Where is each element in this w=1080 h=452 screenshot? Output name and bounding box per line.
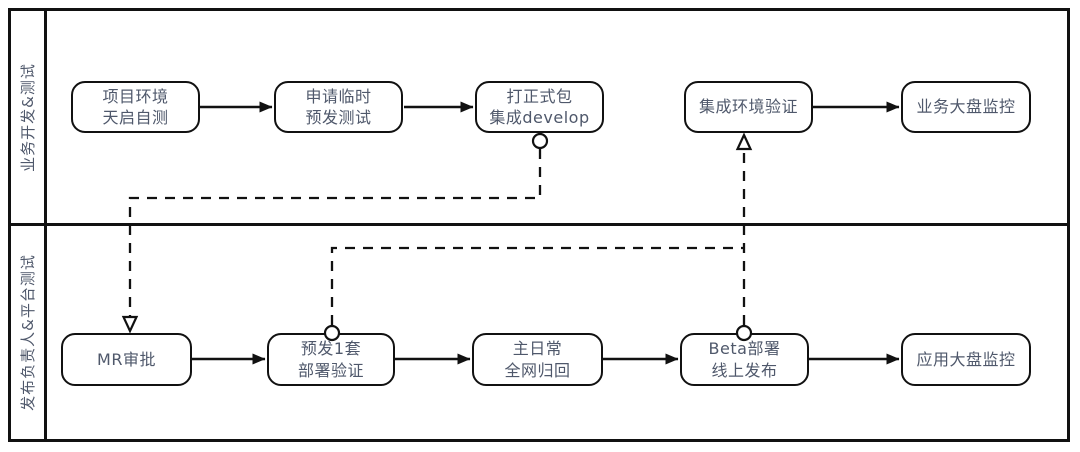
node-apply-temp-staging-test: 申请临时 预发测试 bbox=[274, 81, 403, 133]
node-staging-deploy-verify: 预发1套 部署验证 bbox=[267, 333, 395, 386]
node-mr-approval: MR审批 bbox=[61, 333, 192, 386]
lane-top: 业务开发&测试 bbox=[11, 11, 44, 223]
node-business-dashboard-monitor: 业务大盘监控 bbox=[901, 81, 1031, 133]
lane-bottom-label: 发布负责人&平台测试 bbox=[19, 254, 38, 411]
node-main-daily-full-regression: 主日常 全网归回 bbox=[472, 333, 603, 386]
lane-divider bbox=[8, 223, 1070, 226]
lane-bottom: 发布负责人&平台测试 bbox=[11, 226, 44, 439]
node-build-release-integrate-develop: 打正式包 集成develop bbox=[475, 81, 604, 133]
node-integration-env-verify: 集成环境验证 bbox=[684, 81, 813, 133]
node-beta-deploy-online-release: Beta部署 线上发布 bbox=[680, 333, 809, 386]
node-project-env-self-test: 项目环境 天启自测 bbox=[71, 81, 200, 133]
node-app-dashboard-monitor: 应用大盘监控 bbox=[901, 333, 1031, 386]
lane-top-label: 业务开发&测试 bbox=[19, 62, 38, 172]
